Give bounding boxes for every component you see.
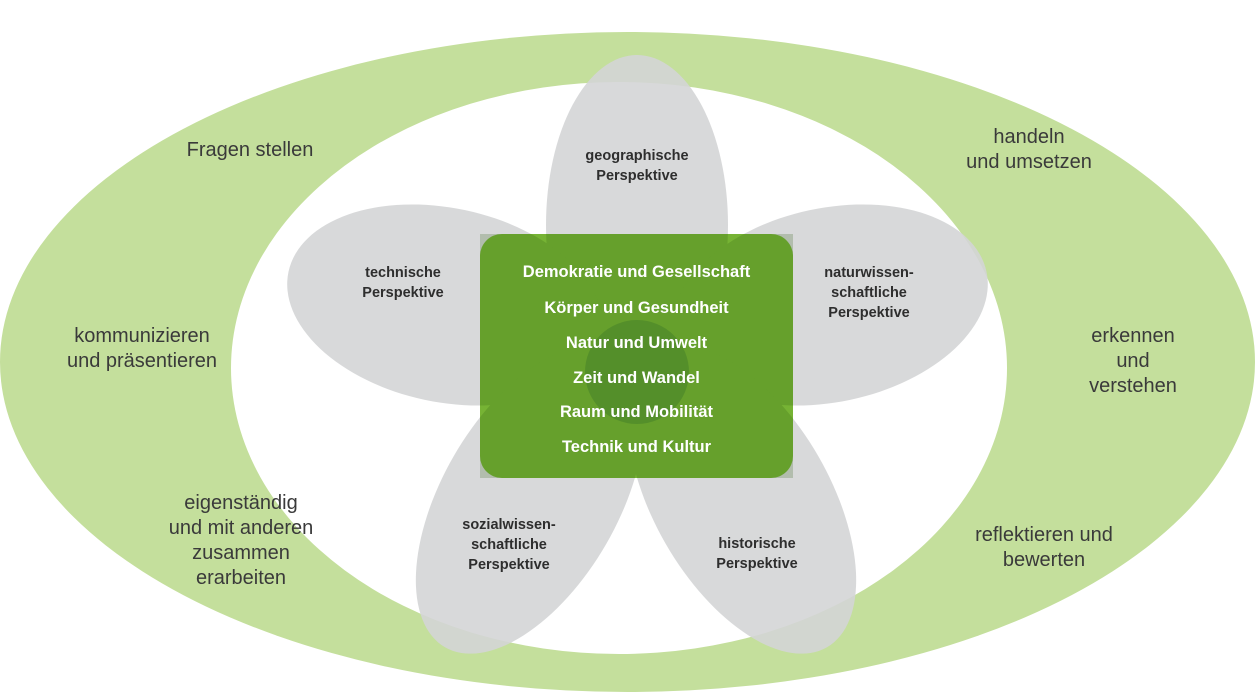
overlap-historische (627, 346, 793, 478)
perspective-technische: technische Perspektive (362, 265, 444, 301)
overlap-sozialwissenschaftliche (480, 346, 645, 478)
themes-core-circle (585, 320, 689, 424)
theme-koerper: Körper und Gesundheit (544, 299, 729, 317)
overlap-naturwissenschaftliche (672, 234, 793, 406)
theme-raum: Raum und Mobilität (559, 403, 714, 421)
perspective-sozialwissenschaftliche: sozialwissen- schaftliche Perspektive (462, 517, 556, 573)
theme-zeit: Zeit und Wandel (573, 369, 700, 387)
themes-box (480, 234, 793, 478)
perspective-geographische: geographische Perspektive (585, 148, 689, 184)
theme-demokratie: Demokratie und Gesellschaft (522, 263, 751, 281)
skill-erkennen-verstehen: erkennen und verstehen (1089, 325, 1177, 397)
skill-handeln-umsetzen: handeln und umsetzen (966, 126, 1092, 173)
overlap-technische (480, 234, 603, 406)
skill-eigenstaendig-erarbeiten: eigenständig und mit anderen zusammen er… (168, 492, 314, 589)
skill-fragen-stellen: Fragen stellen (186, 139, 314, 161)
theme-technik: Technik und Kultur (561, 438, 712, 456)
skill-reflektieren-bewerten: reflektieren und bewerten (975, 524, 1113, 571)
theme-natur: Natur und Umwelt (565, 334, 708, 352)
skill-kommunizieren: kommunizieren und präsentieren (66, 325, 218, 372)
perspective-historische: historische Perspektive (716, 536, 798, 572)
themes-box-overlay (480, 234, 793, 478)
perspective-naturwissenschaftliche: naturwissen- schaftliche Perspektive (824, 265, 914, 321)
